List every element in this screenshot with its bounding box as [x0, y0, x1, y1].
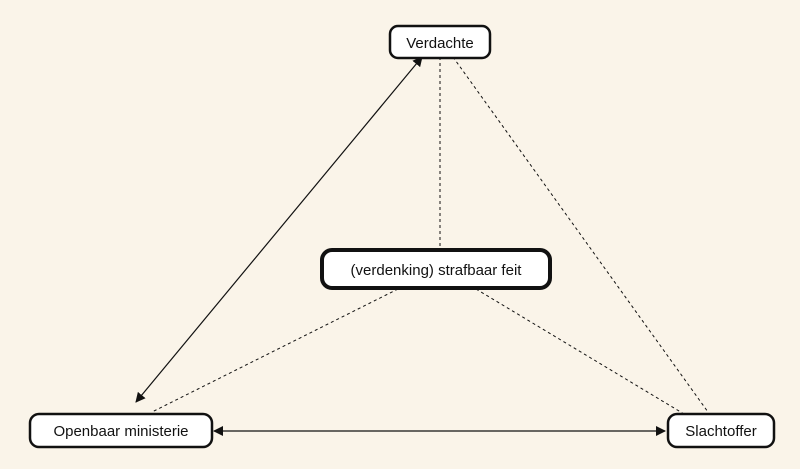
edge-offense-victim — [475, 288, 685, 415]
node-victim-label: Slachtoffer — [685, 423, 756, 440]
edge-prosecution-suspect — [135, 56, 423, 403]
node-offense-label: (verdenking) strafbaar feit — [351, 262, 523, 279]
node-victim: Slachtoffer — [666, 412, 776, 449]
edge-offense-prosecution — [151, 288, 399, 413]
node-victim-box — [666, 412, 776, 449]
edge-suspect-victim — [452, 56, 709, 413]
node-prosecution-box — [28, 412, 214, 449]
node-suspect: Verdachte — [388, 24, 492, 60]
node-suspect-box — [388, 24, 492, 60]
node-offense-box — [320, 248, 552, 290]
node-suspect-label: Verdachte — [406, 35, 474, 52]
node-offense: (verdenking) strafbaar feit — [320, 248, 552, 290]
node-prosecution: Openbaar ministerie — [28, 412, 214, 449]
node-prosecution-label: Openbaar ministerie — [53, 423, 188, 440]
